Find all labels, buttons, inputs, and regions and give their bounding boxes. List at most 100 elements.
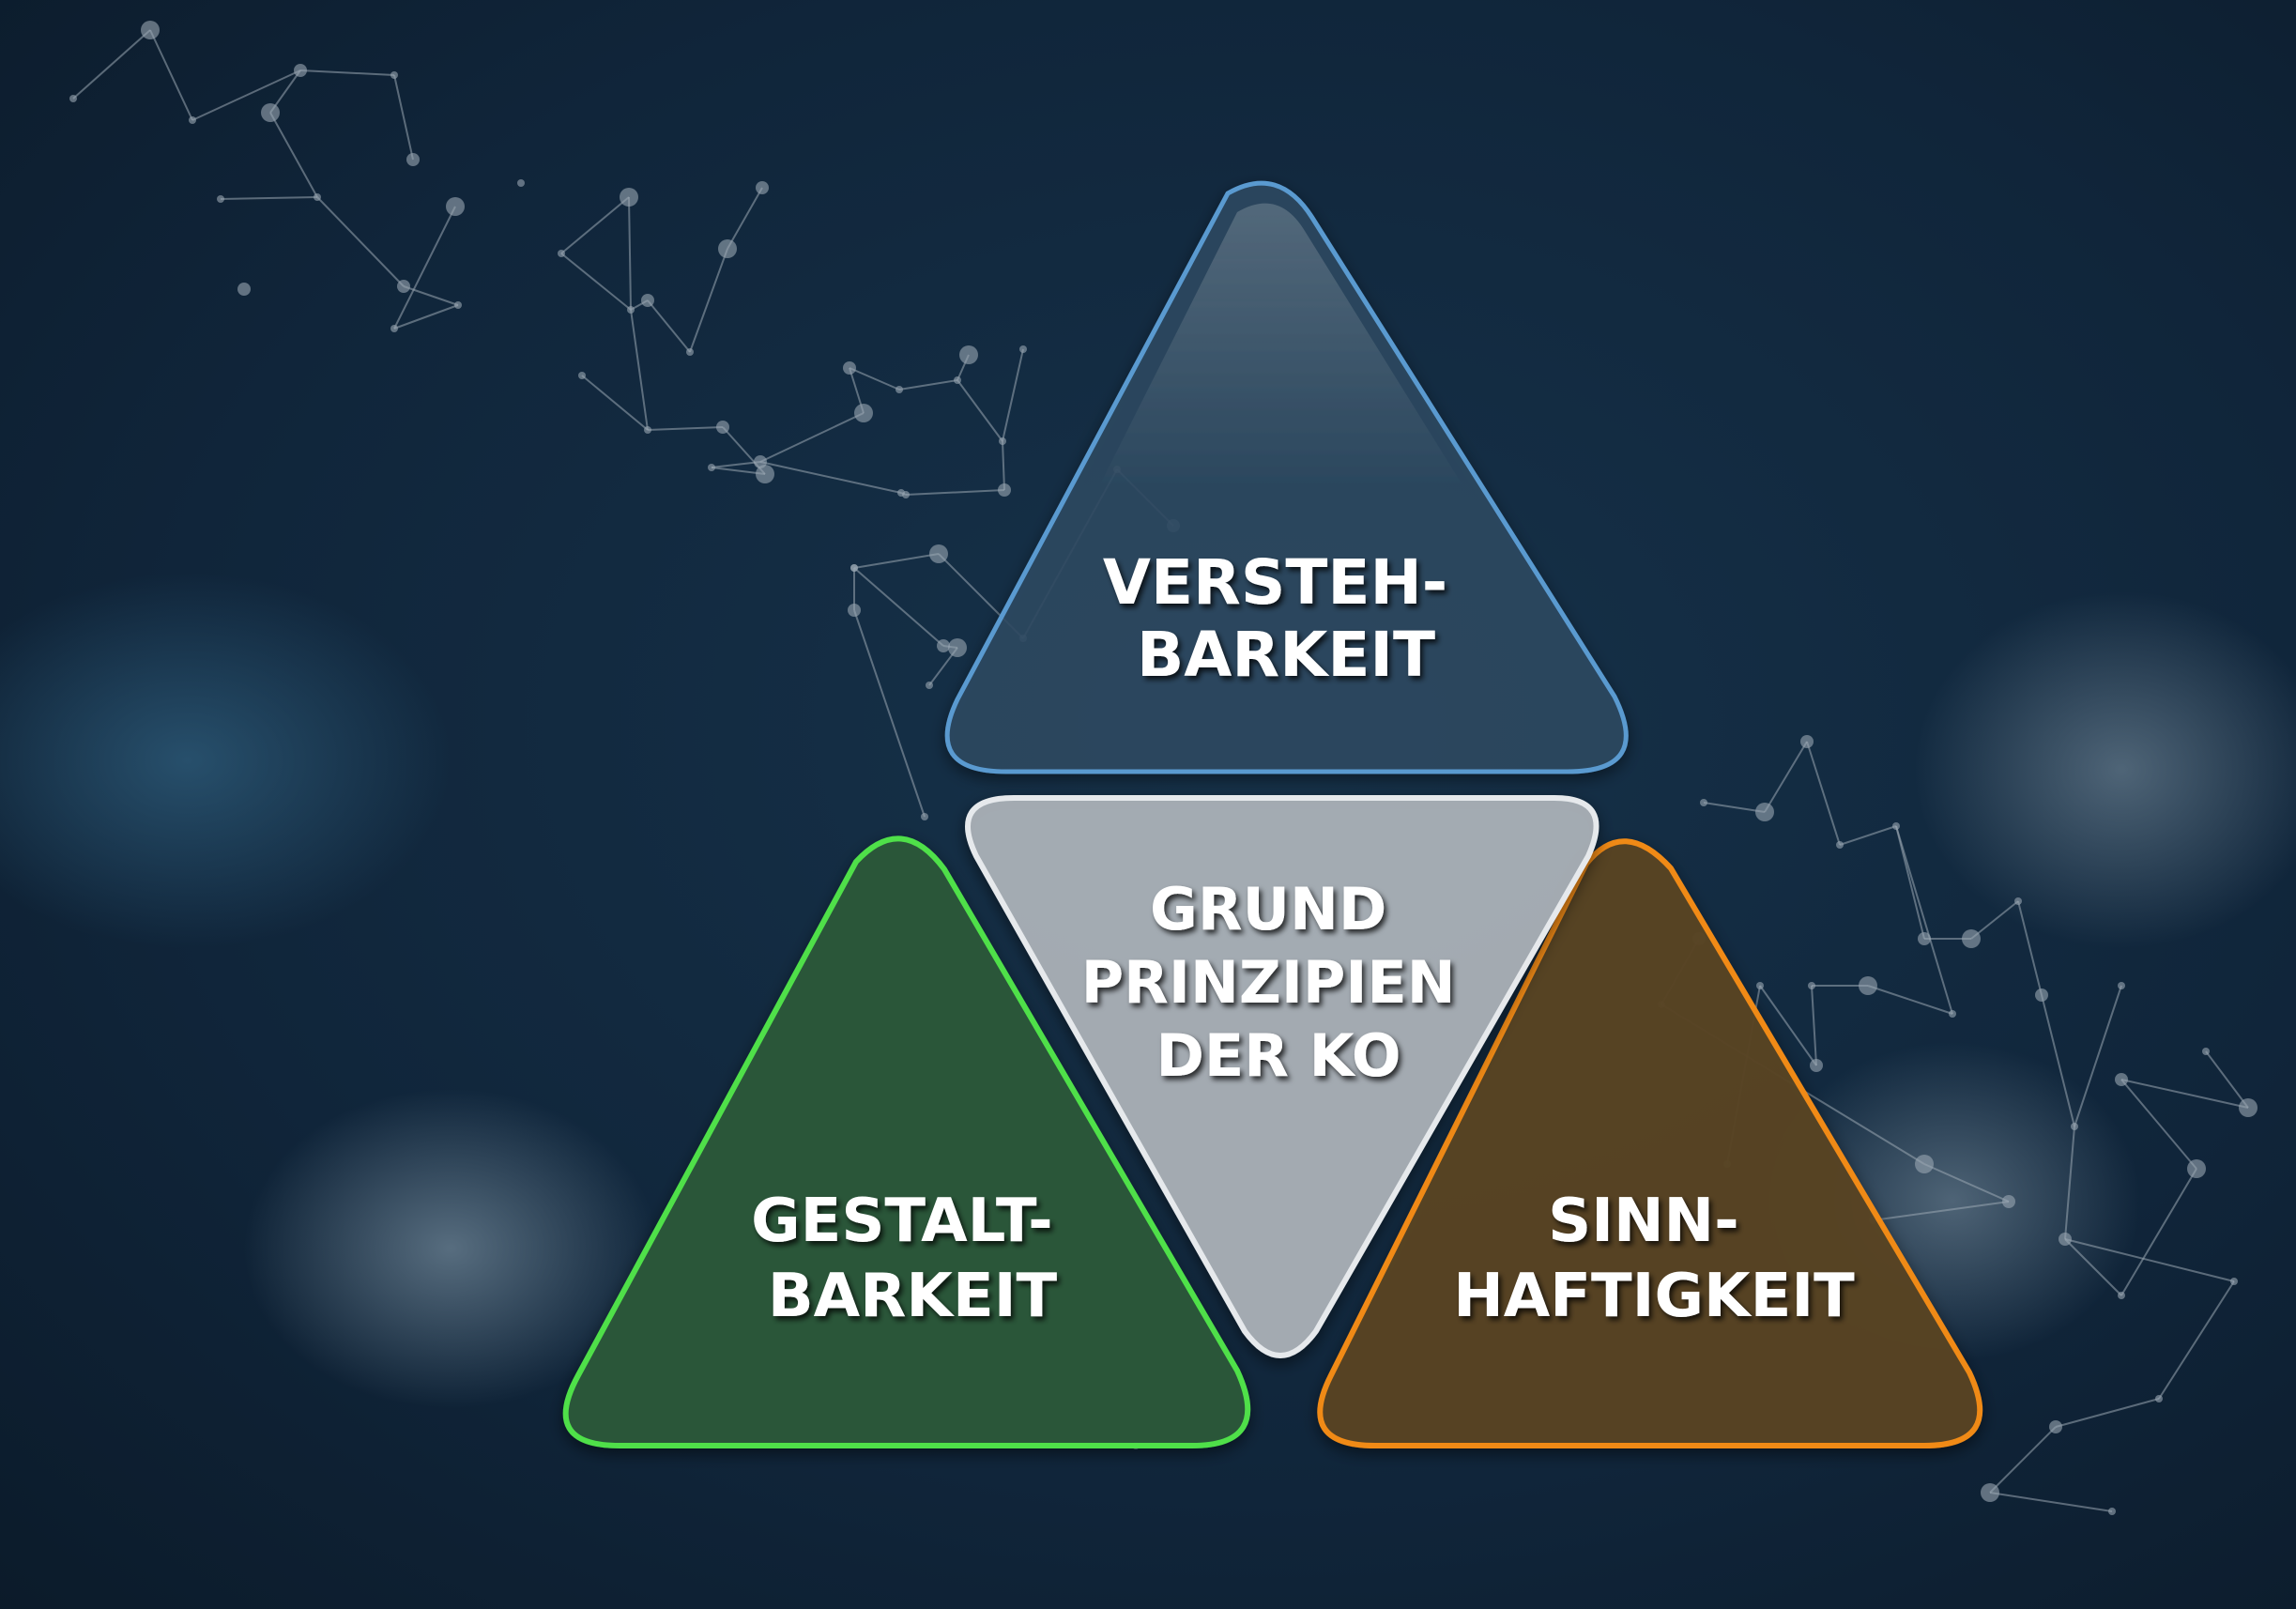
network-edge [299,69,395,76]
label-right: SINN- HAFTIGKEIT [1453,1187,1855,1331]
network-node [141,21,160,39]
network-edge [393,74,414,161]
network-edge [1764,741,1808,813]
triangle-right [1317,838,1983,1448]
network-node [2108,1508,2116,1515]
network-node [641,294,654,307]
network-edge [853,567,944,647]
network-node [921,813,928,820]
network-edge [191,69,301,121]
network-edge [1839,825,1897,846]
network-edge [220,196,318,200]
network-edge [647,299,691,353]
triangle-left [562,835,1251,1448]
network-node [686,348,694,356]
network-node [189,116,196,124]
network-edge [560,196,630,254]
network-edge [689,248,728,353]
network-node [2239,1098,2258,1117]
network-node [954,376,961,384]
network-edge [560,253,632,311]
triangle-top-shine [1098,203,1464,488]
network-node [1918,932,1931,945]
network-edge [1872,1201,2010,1221]
network-node [620,188,638,207]
network-node [2014,897,2022,905]
network-edge [1989,1492,2113,1512]
network-node [217,195,224,203]
network-edge [2017,900,2043,996]
network-edge [2064,1238,2122,1296]
network-edge [2120,1168,2197,1296]
network-edge [1759,985,1817,1066]
network-node [1808,982,1815,989]
triangle-top [944,180,1629,774]
network-node [406,153,420,166]
network-edge [269,112,318,198]
network-node [2115,1073,2128,1086]
label-top: VERSTEH- BARKEIT [1103,546,1469,691]
label-top-line-2: BARKEIT [1137,619,1435,691]
network-edge [393,304,459,329]
network-edge [403,285,459,306]
network-node [937,639,950,652]
network-edge [957,379,1003,442]
network-edge [1970,900,2019,940]
network-node [929,544,948,563]
network-node [756,465,774,483]
network-edge [316,196,405,287]
network-node [998,483,1011,497]
label-right-line-2: HAFTIGKEIT [1453,1262,1855,1331]
network-edge [2158,1280,2235,1400]
network-node [895,386,903,393]
network-node [897,489,905,497]
network-node [2187,1159,2206,1178]
network-node [397,280,410,293]
label-right-line-1: SINN- [1548,1187,1739,1256]
network-edge [711,461,761,468]
label-center-line-2: PRINZIPIEN [1081,948,1456,1017]
triangle-left-shape [562,835,1251,1448]
network-edge [905,489,1005,496]
network-node [756,181,769,194]
network-node [69,95,77,102]
network-node [848,604,861,617]
background-glow-lower-left [244,1089,657,1408]
network-node [754,455,767,468]
network-node [708,464,715,471]
network-node [926,682,933,689]
triangle-center-shape [965,795,1600,1358]
network-node [2035,988,2048,1002]
network-edge [853,553,940,569]
network-node [1981,1483,1999,1502]
network-edge [393,206,456,329]
network-edge [849,367,900,391]
network-node [2230,1278,2238,1285]
network-node [718,239,737,258]
label-left-line-1: GESTALT- [751,1187,1053,1256]
label-center: GRUND PRINZIPIEN DER KO [1081,875,1477,1090]
network-edge [759,461,902,494]
network-edge [1703,802,1766,813]
network-edge [727,187,763,250]
network-node [261,103,280,122]
network-node [390,325,398,332]
network-node [1915,1155,1934,1173]
network-node [237,283,251,296]
network-edge [2120,1079,2197,1170]
network-edge [149,29,193,121]
network-edge [2205,1050,2249,1109]
network-node [1756,982,1764,989]
constellation-network [69,21,2258,1515]
label-center-line-3: DER KO [1156,1021,1401,1090]
network-node [2049,1420,2062,1433]
network-node [627,306,635,314]
network-edge [1895,825,1953,1015]
network-edge [1867,985,1953,1015]
network-node [2118,1292,2125,1299]
network-node [2002,1195,2015,1208]
network-edge [630,309,649,431]
label-left-line-2: BARKEIT [768,1262,1058,1331]
label-center-line-1: GRUND [1150,875,1386,943]
